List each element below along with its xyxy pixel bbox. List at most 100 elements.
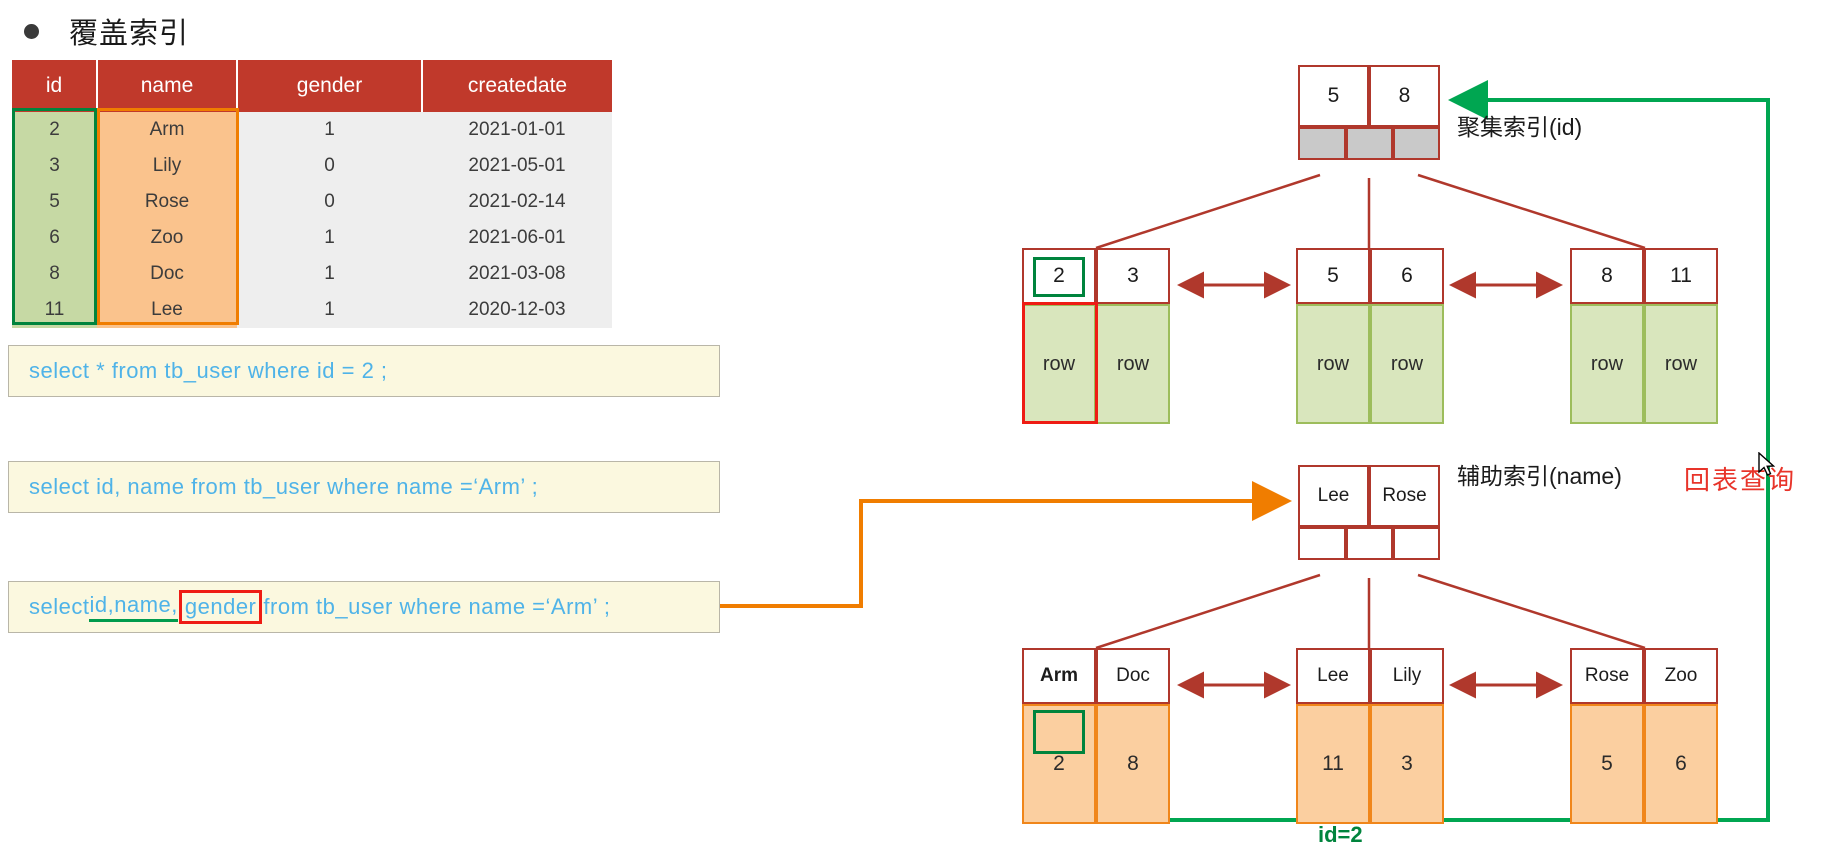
cell-gender: 0 — [237, 184, 422, 220]
clustered-leaf-2-data: row row — [1296, 304, 1444, 424]
clustered-leaf-2-row-0: row — [1296, 304, 1370, 424]
column-header-gender: gender — [237, 60, 423, 112]
secondary-root-key-0: Lee — [1298, 465, 1369, 527]
secondary-leaf-2-keys: Lee Lily — [1296, 648, 1444, 704]
id-equals-label: id=2 — [1318, 822, 1363, 847]
clustered-leaf-3-row-0: row — [1570, 304, 1644, 424]
table-row: 5 Rose 0 2021-02-14 — [12, 184, 612, 220]
sql-query-2[interactable]: select id, name from tb_user where name … — [8, 461, 720, 513]
sql-query-3-underlined: id,name, — [89, 592, 178, 622]
clustered-leaf-3-data: row row — [1570, 304, 1718, 424]
cell-name: Zoo — [97, 220, 237, 256]
sql-query-3[interactable]: select id,name,gender from tb_user where… — [8, 581, 720, 633]
secondary-leaf-1-id-1: 8 — [1096, 704, 1170, 824]
table-header-row: id name gender createdate — [12, 60, 612, 112]
secondary-leaf-node-2: Lee Lily 11 3 — [1296, 648, 1444, 824]
clustered-leaf-3-row-1: row — [1644, 304, 1718, 424]
table-row: 11 Lee 1 2020-12-03 — [12, 292, 612, 328]
column-header-createdate: createdate — [422, 60, 612, 112]
secondary-leaf-3-id-0: 5 — [1570, 704, 1644, 824]
tb-user-table: id name gender createdate 2 Arm 1 2021-0… — [12, 60, 612, 328]
cell-gender: 1 — [237, 292, 422, 328]
cell-id: 8 — [12, 256, 97, 292]
table-row: 2 Arm 1 2021-01-01 — [12, 112, 612, 148]
secondary-index-label: 辅助索引(name) — [1457, 463, 1622, 489]
secondary-leaf-3-id-1: 6 — [1644, 704, 1718, 824]
clustered-leaf-3-key-1: 11 — [1644, 248, 1718, 304]
clustered-root-node: 5 8 — [1298, 65, 1440, 160]
secondary-leaf-1-keys: Arm Doc — [1022, 648, 1170, 704]
sql-query-2-text: select id, name from tb_user where name … — [29, 474, 539, 499]
clustered-leaf-2-key-0: 5 — [1296, 248, 1370, 304]
cell-createdate: 2021-02-14 — [422, 184, 612, 220]
sql-query-1[interactable]: select * from tb_user where id = 2 ; — [8, 345, 720, 397]
secondary-leaf-3-keys: Rose Zoo — [1570, 648, 1718, 704]
clustered-leaf-1-key-0: 2 — [1022, 248, 1096, 304]
cell-id: 6 — [12, 220, 97, 256]
clustered-selected-row-highlight — [1022, 302, 1098, 424]
clustered-root-key-1: 8 — [1369, 65, 1440, 127]
secondary-leaf-1-key-1: Doc — [1096, 648, 1170, 704]
clustered-leaf-node-3: 8 11 row row — [1570, 248, 1718, 424]
clustered-leaf-node-1: 2 3 row row — [1022, 248, 1170, 424]
secondary-leaf-3-data: 5 6 — [1570, 704, 1718, 824]
secondary-leaf-node-1: Arm Doc 2 8 — [1022, 648, 1170, 824]
mouse-cursor-icon — [1758, 452, 1776, 476]
cell-name: Arm — [97, 112, 237, 148]
clustered-leaf-2-keys: 5 6 — [1296, 248, 1444, 304]
clustered-leaf-1-row-0: row — [1022, 304, 1096, 424]
secondary-root-pointer-0 — [1298, 527, 1346, 560]
secondary-selected-id-highlight — [1033, 710, 1085, 754]
secondary-leaf-2-key-1: Lily — [1370, 648, 1444, 704]
secondary-leaf-3-key-0: Rose — [1570, 648, 1644, 704]
clustered-root-pointer-2 — [1393, 127, 1440, 160]
cell-id: 3 — [12, 148, 97, 184]
cell-id: 2 — [12, 112, 97, 148]
clustered-leaf-node-2: 5 6 row row — [1296, 248, 1444, 424]
clustered-leaf-3-key-0: 8 — [1570, 248, 1644, 304]
cell-gender: 1 — [237, 220, 422, 256]
clustered-leaf-1-data: row row — [1022, 304, 1170, 424]
clustered-leaf-2-key-1: 6 — [1370, 248, 1444, 304]
clustered-leaf-1-keys: 2 3 — [1022, 248, 1170, 304]
page-heading: 覆盖索引 — [24, 10, 189, 52]
clustered-leaf-3-keys: 8 11 — [1570, 248, 1718, 304]
table-row: 8 Doc 1 2021-03-08 — [12, 256, 612, 292]
bullet-dot-icon — [24, 23, 39, 39]
secondary-leaf-2-key-0: Lee — [1296, 648, 1370, 704]
secondary-leaf-2-id-0: 11 — [1296, 704, 1370, 824]
column-header-id: id — [12, 60, 98, 112]
secondary-leaf-1-id-0: 2 — [1022, 704, 1096, 824]
sql-query-3-boxed-gender: gender — [178, 590, 263, 624]
secondary-root-pointers — [1298, 527, 1440, 560]
table-row: 3 Lily 0 2021-05-01 — [12, 148, 612, 184]
cell-gender: 1 — [237, 256, 422, 292]
cell-createdate: 2021-01-01 — [422, 112, 612, 148]
cell-createdate: 2021-03-08 — [422, 256, 612, 292]
sql-query-1-text: select * from tb_user where id = 2 ; — [29, 358, 388, 383]
secondary-leaf-node-3: Rose Zoo 5 6 — [1570, 648, 1718, 824]
clustered-root-pointers — [1298, 127, 1440, 160]
secondary-root-pointer-2 — [1393, 527, 1440, 560]
clustered-index-label: 聚集索引(id) — [1457, 114, 1583, 140]
page-title: 覆盖索引 — [69, 18, 190, 50]
cell-name: Lee — [97, 292, 237, 328]
cell-gender: 0 — [237, 148, 422, 184]
cell-id: 5 — [12, 184, 97, 220]
cell-createdate: 2021-06-01 — [422, 220, 612, 256]
clustered-root-keys: 5 8 — [1298, 65, 1440, 127]
clustered-leaf-2-row-1: row — [1370, 304, 1444, 424]
cell-createdate: 2020-12-03 — [422, 292, 612, 328]
secondary-leaf-2-data: 11 3 — [1296, 704, 1444, 824]
secondary-leaf-2-id-1: 3 — [1370, 704, 1444, 824]
cell-gender: 1 — [237, 112, 422, 148]
secondary-root-pointer-1 — [1346, 527, 1393, 560]
secondary-root-keys: Lee Rose — [1298, 465, 1440, 527]
column-header-name: name — [97, 60, 238, 112]
clustered-selected-key-highlight — [1033, 257, 1085, 297]
secondary-leaf-3-key-1: Zoo — [1644, 648, 1718, 704]
sql-query-3-suffix: from tb_user where name =‘Arm’ ; — [263, 594, 611, 619]
clustered-root-pointer-0 — [1298, 127, 1346, 160]
clustered-leaf-1-row-1: row — [1096, 304, 1170, 424]
clustered-root-key-0: 5 — [1298, 65, 1369, 127]
